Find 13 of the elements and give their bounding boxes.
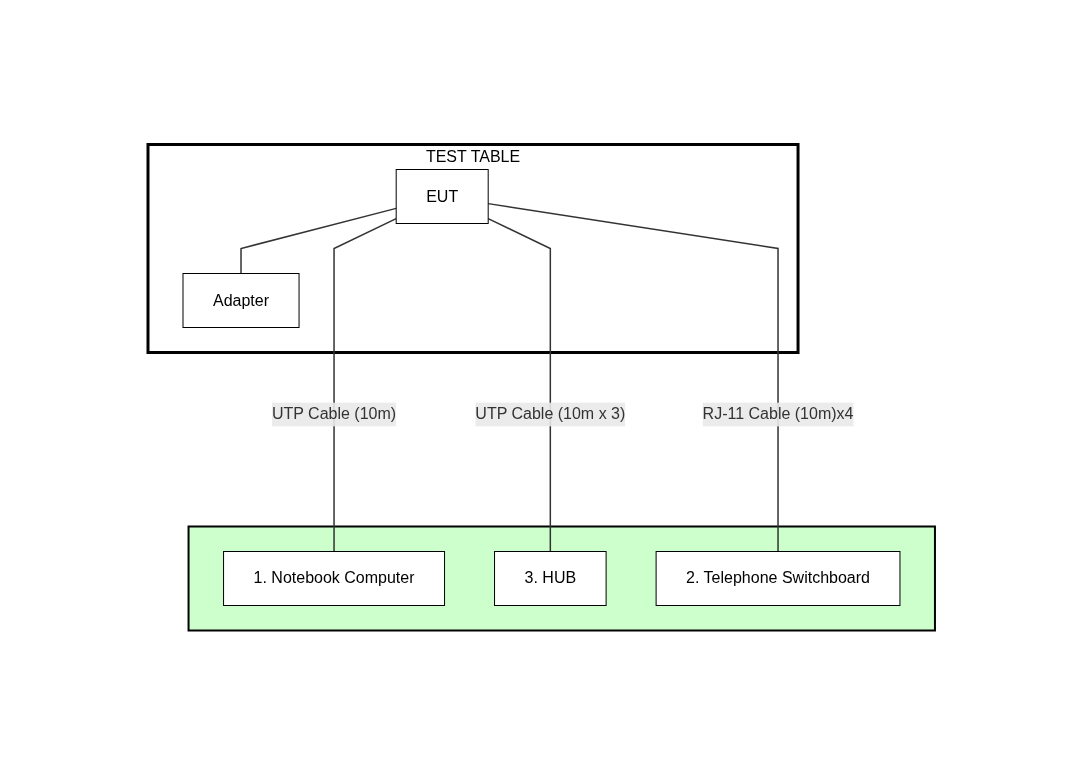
edge-label: UTP Cable (10m x 3) [474, 405, 625, 423]
node-box: EUT [395, 169, 489, 224]
connector [486, 217, 551, 553]
connector [486, 202, 779, 553]
node-box: Adapter [182, 273, 300, 328]
connector [332, 217, 397, 553]
edge-label: UTP Cable (10m) [271, 405, 396, 423]
node-box: 1. Notebook Computer [222, 551, 445, 606]
node-box: 3. HUB [493, 551, 607, 606]
edge-label: RJ-11 Cable (10m)x4 [702, 405, 853, 423]
cluster [187, 525, 936, 632]
connector [239, 207, 397, 275]
node-box: 2. Telephone Switchboard [655, 551, 900, 606]
